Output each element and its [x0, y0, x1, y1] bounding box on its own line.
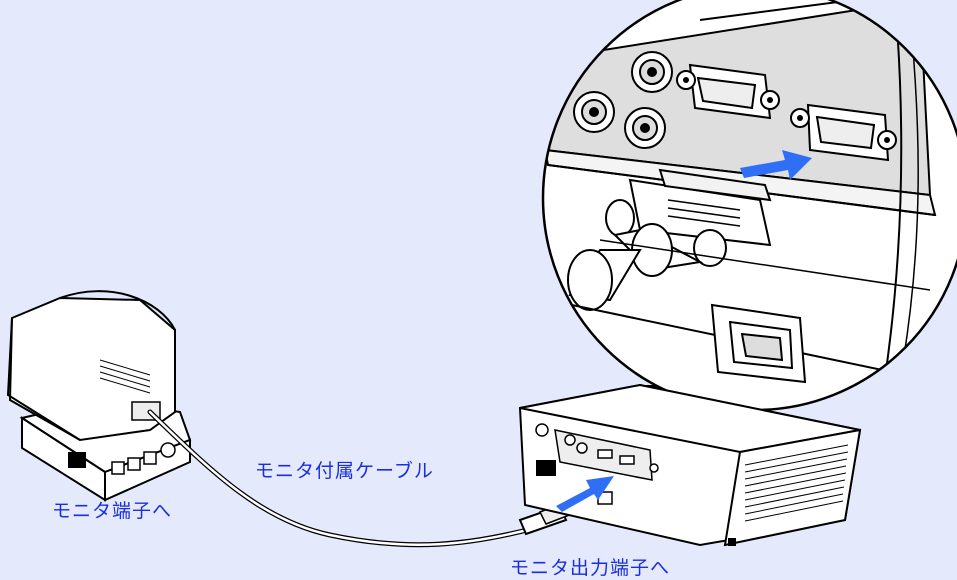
projector-icon — [518, 383, 862, 547]
monitor-port-label: モニタ端子へ — [52, 500, 173, 522]
insert-arrow-main — [556, 476, 614, 512]
zoom-detail-icon — [541, 0, 957, 450]
vga-port-monitor-out — [790, 103, 897, 162]
output-port-label: モニタ出力端子へ — [510, 557, 671, 579]
vga-port-input — [676, 63, 780, 120]
vga-plug — [567, 168, 772, 311]
insert-arrow-zoom — [740, 150, 812, 180]
rca-jacks — [573, 51, 673, 149]
cable-label: モニタ付属ケーブル — [255, 460, 434, 482]
ac-inlet — [710, 303, 807, 384]
crt-monitor-icon — [6, 290, 192, 502]
